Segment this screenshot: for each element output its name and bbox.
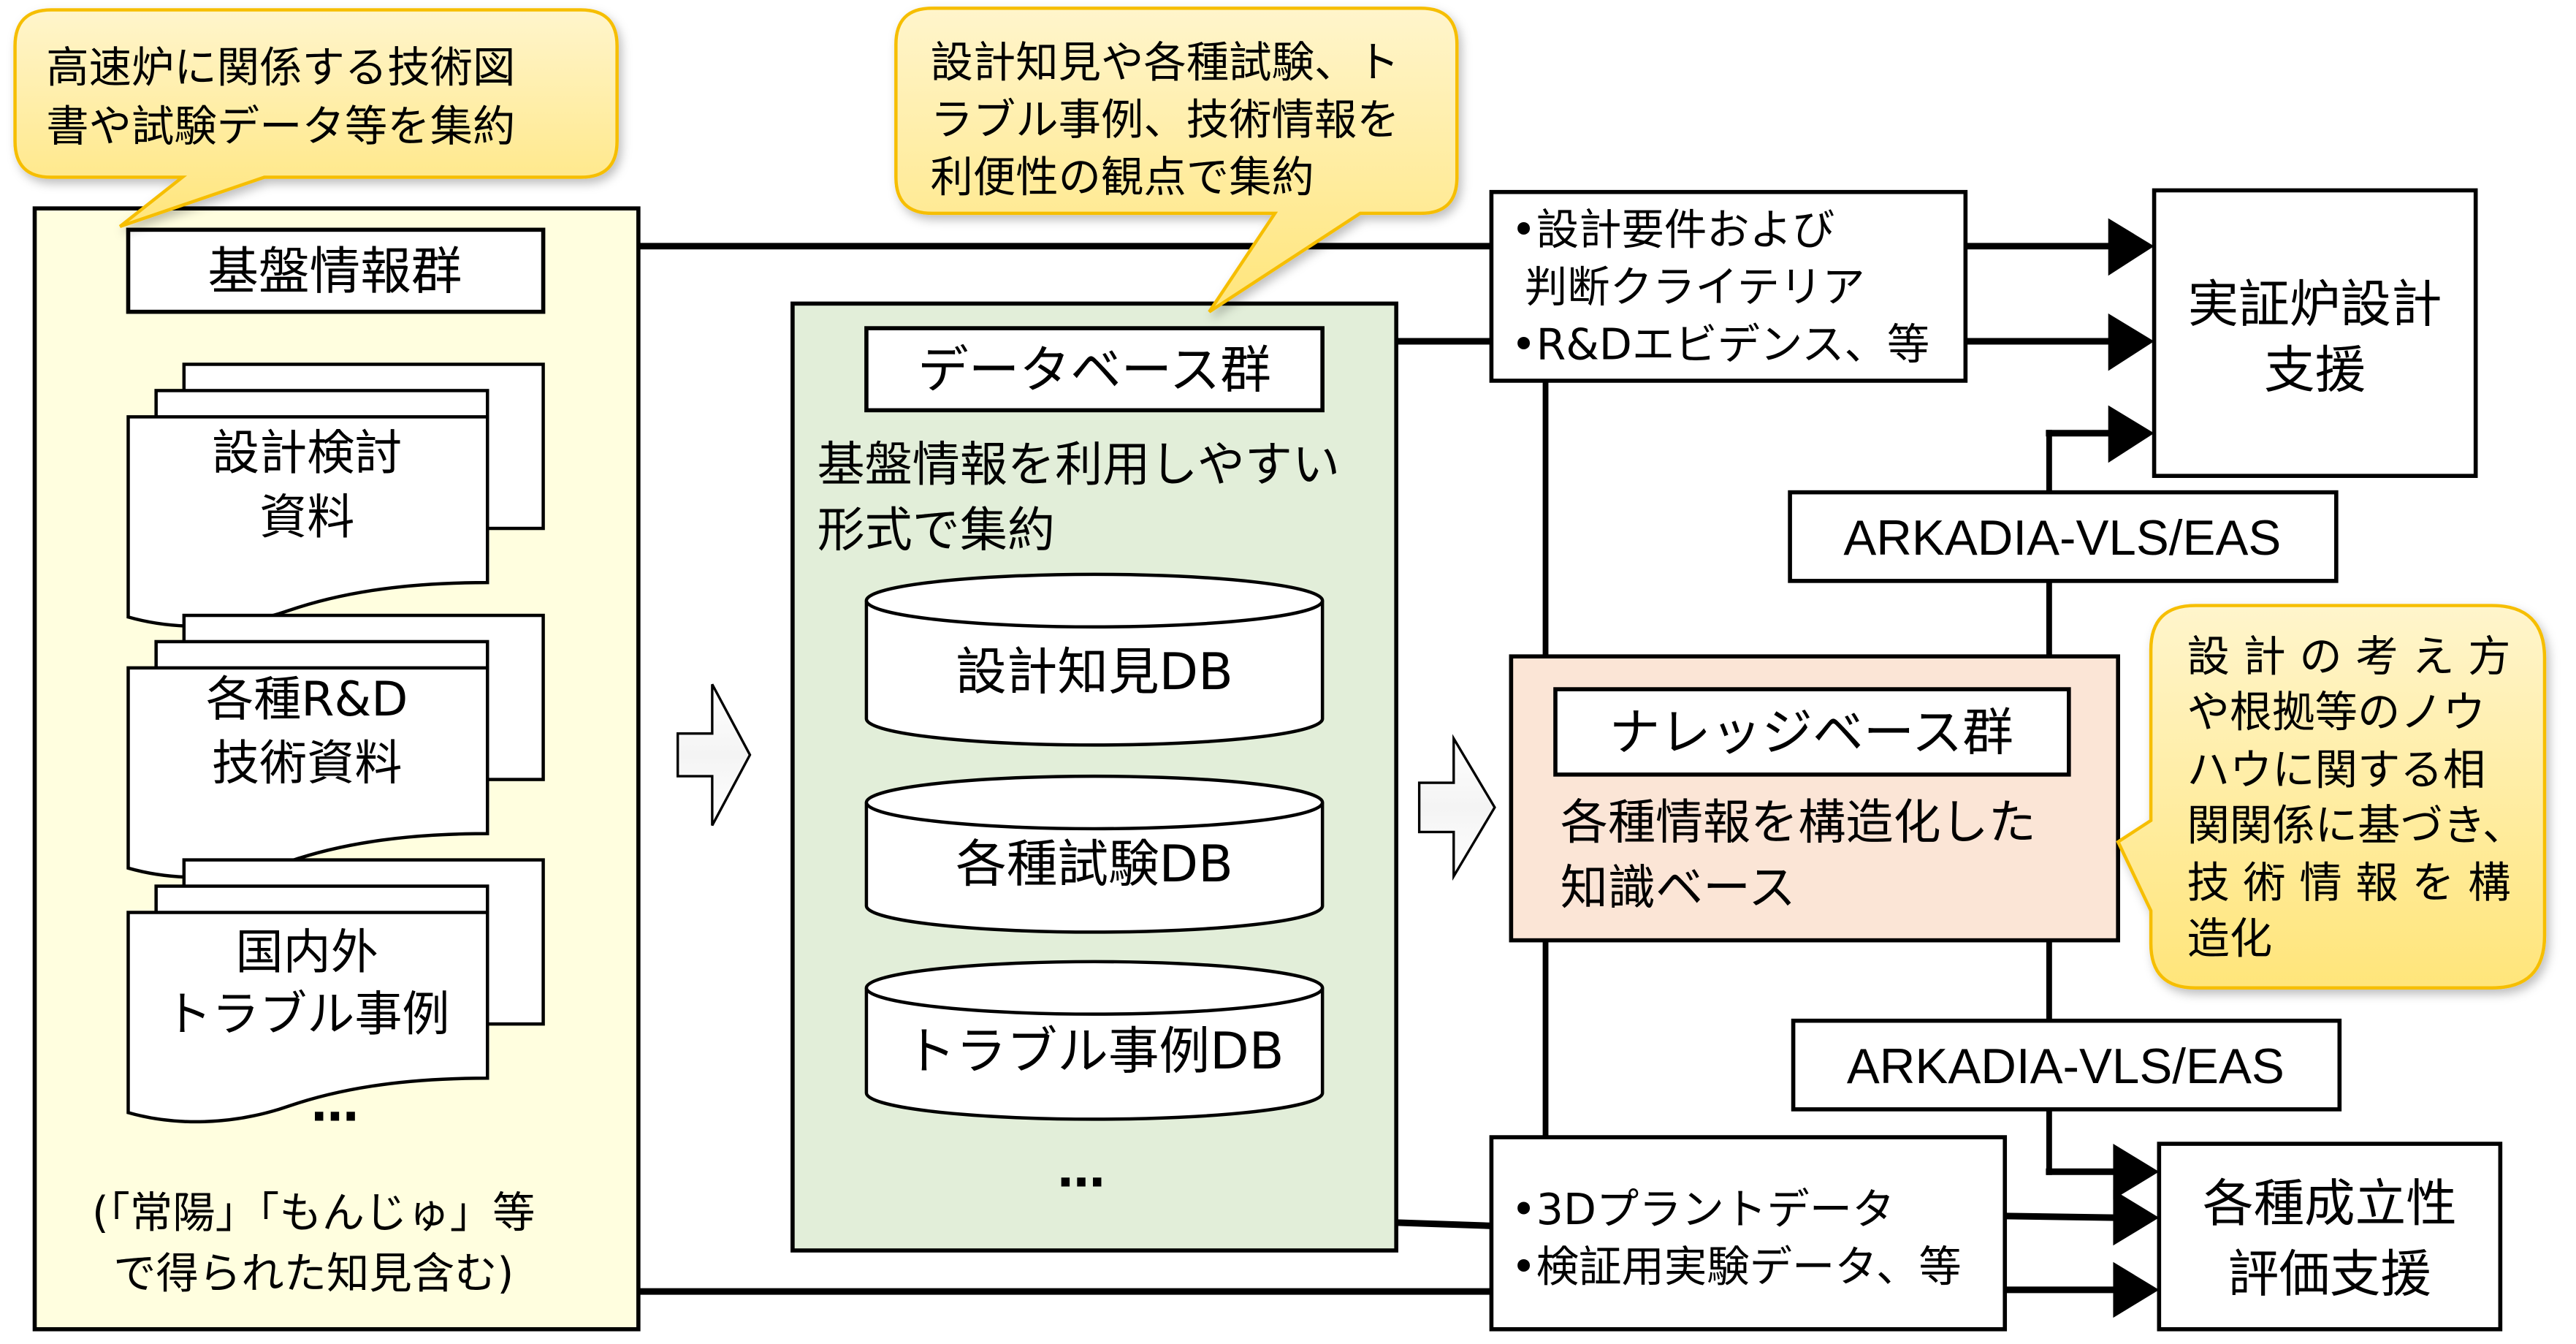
database-name: 設計知見DB bbox=[956, 642, 1233, 702]
foundation-ellipsis: … bbox=[311, 1078, 359, 1133]
info-box-top: •設計要件および 判断クライテリア •R&Dエビデンス、等 bbox=[1489, 189, 1968, 383]
callout-knowledge-line: 造化 bbox=[2187, 914, 2272, 964]
database-name: トラブル事例DB bbox=[905, 1022, 1284, 1081]
callout-database-line2: ラブル事例、技術情報を bbox=[930, 95, 1399, 145]
tool-box-lower: ARKADIA-VLS/EAS bbox=[1791, 1018, 2342, 1112]
database-cylinder: 各種試験DB bbox=[864, 774, 1325, 934]
arrowhead-feas-2 bbox=[2113, 1189, 2160, 1246]
flow-arrow-foundation-to-database bbox=[677, 683, 752, 827]
callout-knowledge-line: 設 計 の 考 え 方 bbox=[2187, 631, 2510, 681]
arrowhead-feas-1 bbox=[2113, 1144, 2160, 1200]
database-cylinder: トラブル事例DB bbox=[864, 960, 1325, 1121]
foundation-group: 基盤情報群 設計検討 資料 各種R&D 技術資料 国内外 トラブル事例 … (「… bbox=[32, 206, 641, 1332]
tool-box-upper: ARKADIA-VLS/EAS bbox=[1788, 490, 2339, 583]
info-bottom-item: •検証用実験データ、等 bbox=[1511, 1242, 1961, 1292]
arrowhead-design-3 bbox=[2108, 405, 2154, 463]
database-cylinder: 設計知見DB bbox=[864, 572, 1325, 747]
info-top-item: •設計要件および bbox=[1511, 205, 1834, 255]
tool-label-lower: ARKADIA-VLS/EAS bbox=[1847, 1039, 2285, 1094]
arrowhead-design-1 bbox=[2108, 218, 2154, 276]
knowledge-description-line2: 知識ベース bbox=[1561, 861, 1796, 916]
connectors bbox=[638, 243, 2115, 1295]
database-ellipsis: … bbox=[1058, 1143, 1105, 1198]
callout-foundation-line1: 高速炉に関係する技術図 bbox=[46, 42, 515, 92]
callout-database-line3: 利便性の観点で集約 bbox=[930, 153, 1314, 202]
callout-knowledge-line: ハウに関する相 bbox=[2187, 745, 2485, 794]
feasibility-support-line2: 評価支援 bbox=[2228, 1245, 2431, 1304]
arrowhead-feas-3 bbox=[2113, 1261, 2160, 1318]
tool-label-upper: ARKADIA-VLS/EAS bbox=[1843, 511, 2281, 566]
document-stack: 各種R&D 技術資料 bbox=[126, 613, 545, 879]
info-box-bottom: •3Dプラントデータ •検証用実験データ、等 bbox=[1489, 1135, 2008, 1332]
document-label-line2: トラブル事例 bbox=[164, 987, 450, 1042]
arrowhead-design-2 bbox=[2108, 313, 2154, 371]
foundation-title-box bbox=[126, 227, 546, 314]
document-label-line2: 資料 bbox=[259, 490, 354, 545]
database-description-line2: 形式で集約 bbox=[818, 504, 1056, 558]
design-support-line2: 支援 bbox=[2264, 341, 2366, 400]
database-title: データベース群 bbox=[918, 341, 1271, 400]
document-label-line1: 各種R&D bbox=[206, 672, 408, 727]
knowledge-title: ナレッジベース群 bbox=[1609, 703, 2013, 762]
database-group: データベース群 基盤情報を利用しやすい 形式で集約 設計知見DB 各種試験DB … bbox=[790, 301, 1399, 1253]
output-feasibility-support: 各種成立性 評価支援 bbox=[2157, 1142, 2503, 1332]
document-label-line1: 国内外 bbox=[236, 925, 378, 980]
info-top-item: •R&Dエビデンス、等 bbox=[1511, 320, 1929, 370]
knowledge-description-line1: 各種情報を構造化した bbox=[1561, 795, 2036, 850]
foundation-title: 基盤情報群 bbox=[207, 242, 462, 301]
knowledge-group: ナレッジベース群 各種情報を構造化した 知識ベース bbox=[1509, 654, 2120, 943]
document-label-line1: 設計検討 bbox=[212, 426, 402, 481]
foundation-note-line1: (「常陽」「もんじゅ」等 bbox=[92, 1188, 536, 1238]
feasibility-support-line1: 各種成立性 bbox=[2203, 1174, 2457, 1234]
knowledge-title-box bbox=[1553, 687, 2071, 777]
document-label-line2: 技術資料 bbox=[212, 737, 402, 791]
foundation-note-line2: で得られた知見含む) bbox=[113, 1249, 514, 1299]
design-support-line1: 実証炉設計 bbox=[2188, 275, 2442, 334]
callout-knowledge-line: 技 術 情 報 を 構 bbox=[2187, 858, 2510, 908]
callout-foundation: 高速炉に関係する技術図 書や試験データ等を集約 bbox=[13, 8, 619, 228]
database-name: 各種試験DB bbox=[956, 835, 1233, 894]
info-top-item: 判断クライテリア bbox=[1511, 262, 1864, 312]
callout-foundation-line2: 書や試験データ等を集約 bbox=[46, 102, 515, 151]
connector-info-bottom-to-feas-1 bbox=[2005, 1212, 2115, 1221]
info-bottom-item: •3Dプラントデータ bbox=[1511, 1185, 1894, 1234]
callout-database: 設計知見や各種試験、ト ラブル事例、技術情報を 利便性の観点で集約 bbox=[894, 6, 1459, 314]
document-stack: 設計検討 資料 bbox=[126, 362, 545, 629]
callout-knowledge-line: 関関係に基づき、 bbox=[2187, 801, 2525, 851]
document-stack: 国内外 トラブル事例 bbox=[126, 858, 545, 1124]
database-description-line1: 基盤情報を利用しやすい bbox=[818, 438, 1341, 493]
callout-database-line1: 設計知見や各種試験、ト bbox=[930, 38, 1399, 88]
callout-knowledge-line: や根拠等のノウ bbox=[2187, 688, 2485, 737]
arrowheads bbox=[2108, 218, 2160, 1318]
callout-knowledge: 設 計 の 考 え 方 や根拠等のノウ ハウに関する相 関関係に基づき、 技 術… bbox=[2116, 604, 2547, 990]
connector-database-to-info-bottom bbox=[1396, 1219, 1492, 1229]
output-design-support: 実証炉設計 支援 bbox=[2152, 188, 2478, 478]
flow-arrow-database-to-knowledge bbox=[1417, 734, 1496, 881]
database-title-box bbox=[864, 326, 1325, 413]
